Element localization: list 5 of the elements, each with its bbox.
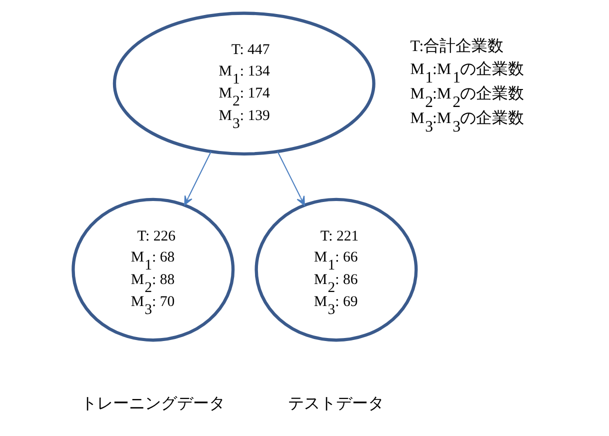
arrow — [276, 150, 304, 206]
arrow — [184, 150, 211, 205]
label: T:合計企業数 — [410, 37, 504, 54]
node-label: トレーニングデータ — [80, 392, 225, 412]
node-label: テストデータ — [288, 392, 384, 412]
